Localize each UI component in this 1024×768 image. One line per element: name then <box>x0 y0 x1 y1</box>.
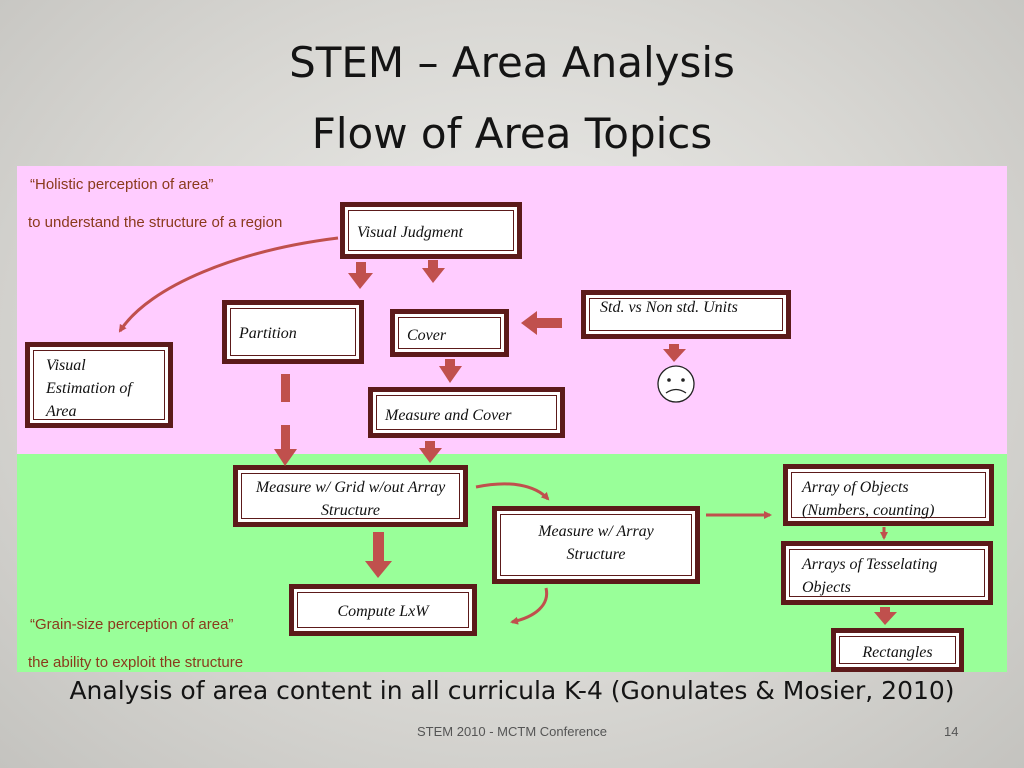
footer-page-number: 14 <box>944 724 959 739</box>
node-measure-array-label: Measure w/ Array Structure <box>538 523 654 564</box>
node-measure-grid: Measure w/ Grid w/out Array Structure <box>233 465 468 527</box>
slide-caption: Analysis of area content in all curricul… <box>69 676 955 705</box>
slide-title-line-2: Flow of Area Topics <box>311 109 713 158</box>
node-partition: Partition <box>222 300 364 364</box>
node-visual-estimation: Visual Estimation of Area <box>25 342 173 428</box>
node-array-of-objects-label: Array of Objects (Numbers, counting) <box>802 479 935 520</box>
node-measure-array: Measure w/ Array Structure <box>492 506 700 584</box>
node-partition-label: Partition <box>239 325 297 342</box>
node-measure-and-cover: Measure and Cover <box>368 387 565 438</box>
node-visual-judgment-label: Visual Judgment <box>357 224 463 241</box>
node-rectangles-label: Rectangles <box>862 644 933 661</box>
node-compute-lxw: Compute LxW <box>289 584 477 636</box>
node-array-of-objects: Array of Objects (Numbers, counting) <box>783 464 994 526</box>
node-visual-estimation-label: Visual Estimation of Area <box>46 357 132 421</box>
node-compute-lxw-label: Compute LxW <box>337 603 429 620</box>
node-cover-label: Cover <box>407 327 447 344</box>
holistic-description: to understand the structure of a region <box>28 214 283 231</box>
node-rectangles: Rectangles <box>831 628 964 672</box>
node-tesselating-objects: Arrays of Tesselating Objects <box>781 541 993 605</box>
grain-size-perception-label: “Grain-size perception of area” <box>30 616 234 633</box>
grain-size-description: the ability to exploit the structure <box>28 654 244 671</box>
holistic-perception-label: “Holistic perception of area” <box>30 176 214 193</box>
footer-conference: STEM 2010 - MCTM Conference <box>416 724 607 739</box>
node-tesselating-objects-label: Arrays of Tesselating Objects <box>802 556 938 597</box>
node-measure-and-cover-label: Measure and Cover <box>385 407 512 424</box>
node-std-units: Std. vs Non std. Units <box>581 290 791 339</box>
node-cover: Cover <box>390 309 509 357</box>
node-visual-judgment: Visual Judgment <box>340 202 522 259</box>
node-std-units-label: Std. vs Non std. Units <box>600 299 738 316</box>
node-measure-grid-label: Measure w/ Grid w/out Array Structure <box>255 479 446 520</box>
slide-title-line-1: STEM – Area Analysis <box>289 38 735 87</box>
